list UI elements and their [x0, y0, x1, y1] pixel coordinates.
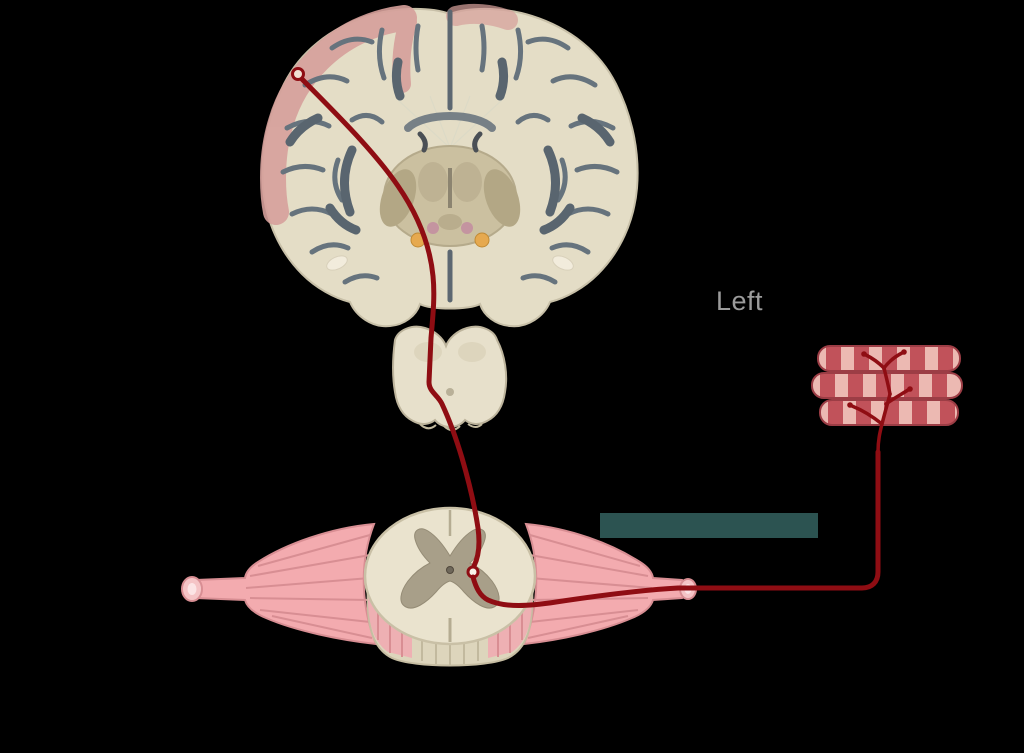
- nucleus-pink-right: [461, 222, 473, 234]
- brainstem-outline: [392, 325, 508, 429]
- muscle-side-label: Left: [716, 286, 764, 316]
- nerve-terminal-dots: [847, 349, 913, 408]
- nerve-terminal-branches: [850, 351, 910, 454]
- nucleus-yellow-right: [474, 232, 490, 248]
- fornix-streaks: [397, 95, 503, 149]
- primary-motor-cortex-highlight: [259, 3, 518, 225]
- lower-motor-neuron-axon: [470, 449, 881, 608]
- upper-motor-neuron-axon: [296, 73, 482, 569]
- brain-coronal-section: [259, 3, 639, 328]
- highlight-bar: [600, 513, 818, 538]
- spinal-cord-cross-section: [363, 506, 537, 646]
- deep-sulci: [285, 57, 615, 235]
- brainstem-medulla-section: [392, 325, 508, 431]
- spinal-cord-assembly: [181, 506, 697, 667]
- spinal-nerve-right: [522, 522, 697, 646]
- motor-pathway: [291, 67, 913, 608]
- nucleus-pink-left: [427, 222, 439, 234]
- spinal-nerve-left: [181, 522, 378, 646]
- neuron-cell-body: [291, 67, 305, 81]
- temporal-ventricles: [326, 255, 574, 271]
- central-canal: [446, 566, 454, 574]
